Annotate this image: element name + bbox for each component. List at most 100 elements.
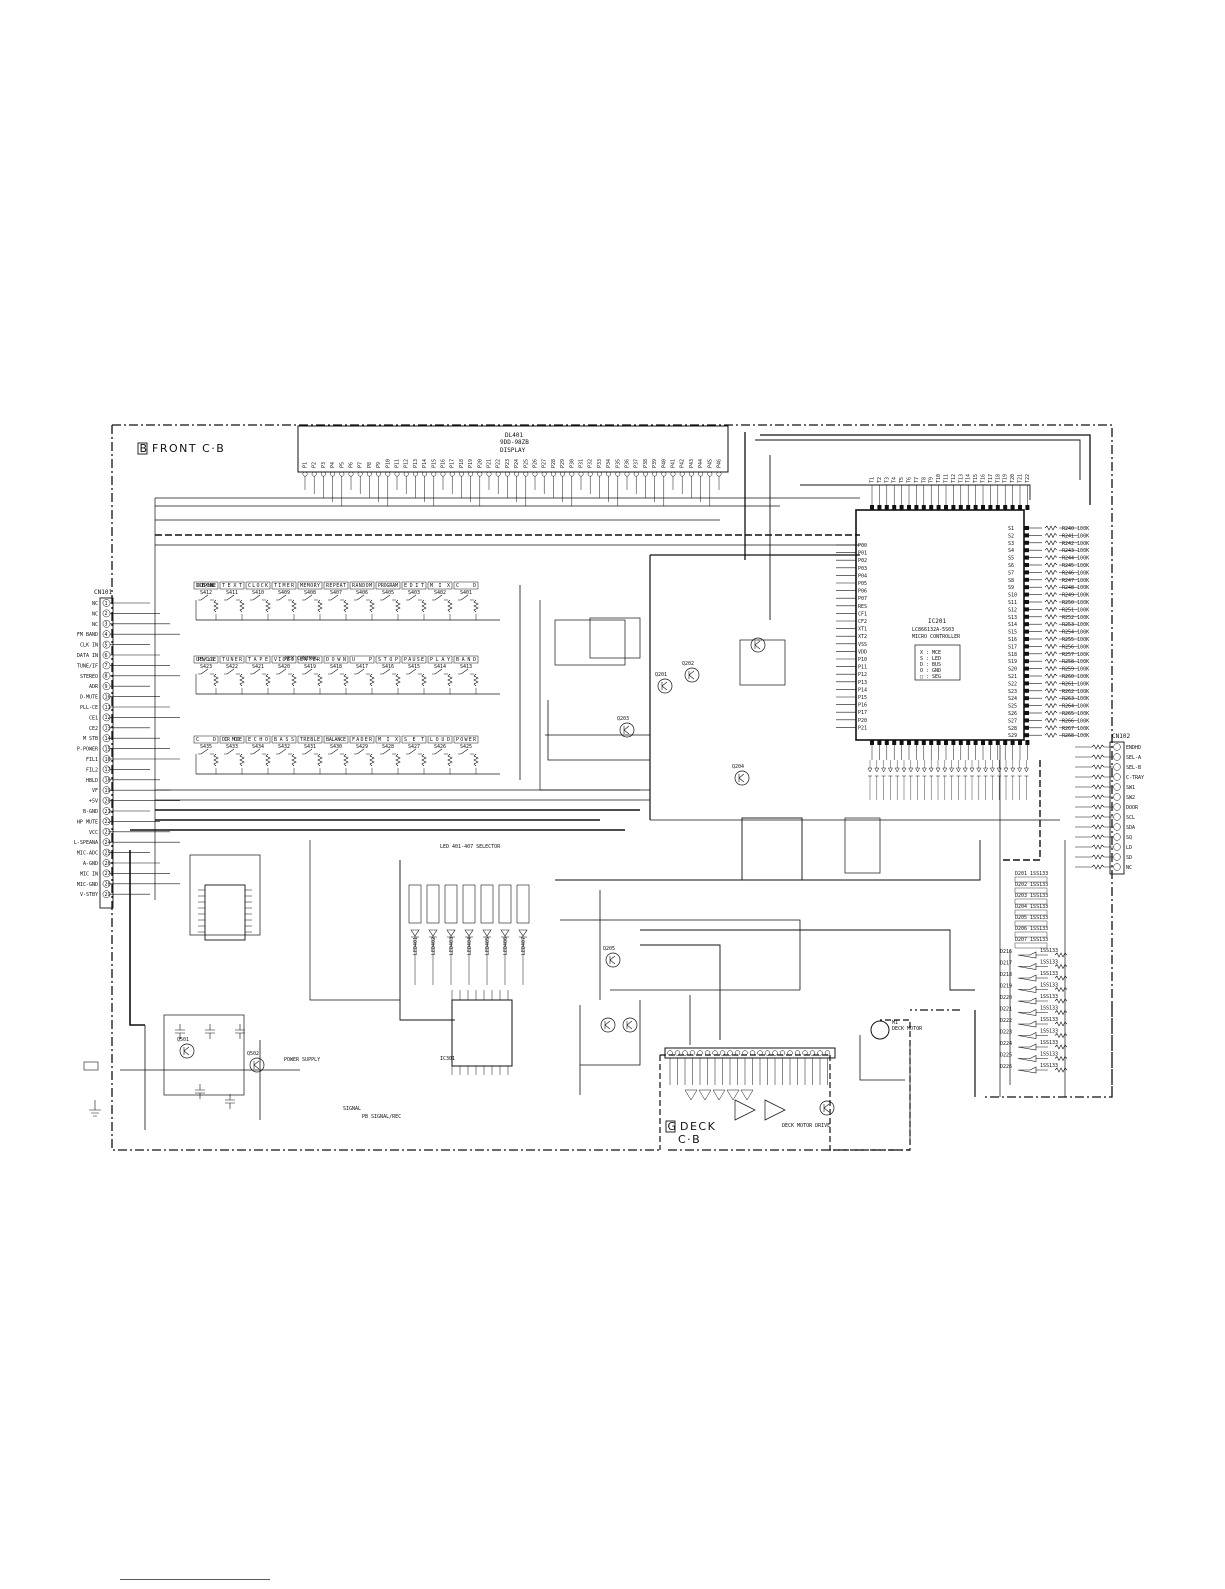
cn101-pin-label: VF [92, 788, 98, 794]
display-pin-label: P16 [441, 459, 447, 468]
key-switch-symbol [432, 668, 448, 675]
cn102-pin-label: SEL-A [1126, 755, 1141, 761]
key-ref: S420 [278, 664, 290, 670]
resistor-symbol [1044, 636, 1058, 642]
ic-top-pin-label: T12 [951, 474, 957, 483]
cn101-pin-label: A-GND [83, 861, 98, 867]
resistor-label: R241 100K [1062, 533, 1089, 539]
key-label-box [219, 735, 245, 744]
ic-pin-pad [892, 740, 897, 745]
key-label: DOWN [326, 657, 346, 663]
ic-pin-pad [1024, 666, 1029, 671]
cn101-pin-label: M STB [83, 736, 98, 742]
key-switch-symbol [328, 594, 344, 601]
diode-part: 1SS133 [1040, 1017, 1058, 1023]
diode-part: 1SS133 [1040, 1006, 1058, 1012]
ic-pin-label: P05 [858, 581, 867, 587]
key-switch-symbol [354, 668, 370, 675]
ic-pin-label: CF2 [858, 619, 867, 625]
led-symbol [410, 929, 420, 938]
resistor-symbol [1044, 599, 1058, 605]
resistor-symbol [1044, 665, 1058, 672]
deck-diode [726, 1089, 740, 1101]
transistor-symbol [657, 678, 673, 694]
cn101-pin-label: P-POWER [77, 747, 99, 753]
ic-pin-pad [877, 740, 882, 745]
cn101-pin-label: D-MUTE [80, 695, 98, 701]
resistor-symbol [1044, 532, 1058, 539]
ic-pin-label: P07 [858, 596, 867, 602]
cn101-pin-label: MIC-ADC [77, 851, 98, 857]
display-pin-label: P45 [707, 459, 713, 468]
cn101-pin-label: FM BAND [77, 632, 98, 638]
wire [399, 860, 455, 1021]
diode-part: 1SS133 [1040, 960, 1058, 966]
cn101-pin-number: 3 [105, 622, 108, 628]
cn102-pin-label: SW1 [1126, 785, 1135, 791]
ic-pin-pad [1003, 505, 1008, 510]
key-label-box [375, 735, 401, 744]
resistor-symbol [473, 599, 479, 613]
key-switch-symbol [276, 594, 292, 601]
display-pin-label: P42 [680, 459, 686, 468]
ic-pin-pad [929, 740, 934, 745]
diode-symbol [1017, 1020, 1048, 1028]
cn101-pin-number: 18 [105, 778, 111, 784]
display-pin-label: P30 [569, 459, 575, 468]
led-symbol [482, 929, 492, 938]
ic-pin-pad [907, 505, 911, 510]
resistor-symbol [1044, 673, 1058, 679]
ic-pin-label: S10 [1008, 593, 1017, 599]
diode-box [1014, 920, 1048, 927]
resistor-symbol [1091, 824, 1105, 830]
display-ref: DL401 [505, 432, 523, 439]
wire [555, 840, 981, 881]
ic-pin-label: RES [858, 604, 867, 610]
display-pin-label: P19 [468, 459, 474, 468]
ic-pin-pad [892, 505, 897, 510]
key-label-box [245, 655, 271, 664]
ic-pin-label: S23 [1008, 689, 1017, 695]
led-label: LED407 [521, 937, 527, 955]
diode-ref: D221 [1000, 1007, 1012, 1013]
connector-cn102 [1109, 741, 1125, 875]
ic-pin-pad [1024, 725, 1029, 730]
keys-note: KEY CONTROL [285, 656, 318, 662]
misc-components [83, 617, 881, 1121]
board-g-title-1: DECK [680, 1120, 716, 1133]
wire [560, 919, 801, 990]
front-board-border [111, 424, 1113, 1151]
ic-top-pin-label: T3 [884, 477, 890, 483]
key-label: MIX [378, 737, 398, 743]
component-box [844, 817, 881, 874]
power-note: POWER SUPPLY [284, 1057, 320, 1063]
wire [640, 929, 975, 991]
ic-top-pin-label: T5 [899, 477, 905, 483]
key-switch-symbol [250, 594, 266, 601]
led-box [408, 884, 422, 924]
ic-pin-label: P03 [858, 566, 867, 572]
key-switch-symbol [432, 748, 448, 755]
transistor-symbol [750, 637, 766, 653]
ic-top-pin-label: T20 [1010, 474, 1016, 483]
display-pin-label: P3 [321, 462, 327, 468]
resistor-symbol [395, 673, 401, 687]
key-label: PLAY [430, 657, 450, 663]
diode-part: 1SS133 [1040, 1040, 1058, 1046]
diode-ref: D218 [1000, 972, 1012, 978]
key-ref: S415 [408, 664, 420, 670]
display-pin-label: P29 [560, 459, 566, 468]
ic-pin-label: S17 [1008, 644, 1017, 650]
display-pin-label: P38 [643, 459, 649, 468]
capacitor-symbol [235, 1024, 245, 1039]
ic-top-pin-label: T7 [914, 477, 920, 483]
diode-symbol [901, 767, 907, 777]
resistor-symbol [265, 753, 271, 767]
display-pin-label: P36 [625, 459, 631, 468]
ic-top-pin-label: T17 [988, 474, 994, 483]
micro-legend-row: □ : SEG [920, 674, 941, 680]
key-label: POWER [456, 737, 477, 743]
ic-pin-pad [1024, 563, 1029, 567]
deck-pin [704, 1050, 711, 1056]
